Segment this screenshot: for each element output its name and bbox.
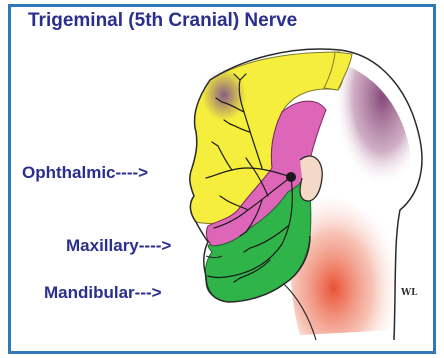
figure-title: Trigeminal (5th Cranial) Nerve (28, 10, 297, 32)
artist-initials: WL (401, 288, 417, 298)
maxillary-label: Maxillary----> (66, 236, 171, 256)
mandibular-label: Mandibular---> (44, 283, 162, 303)
ophthalmic-label: Ophthalmic----> (22, 163, 148, 183)
